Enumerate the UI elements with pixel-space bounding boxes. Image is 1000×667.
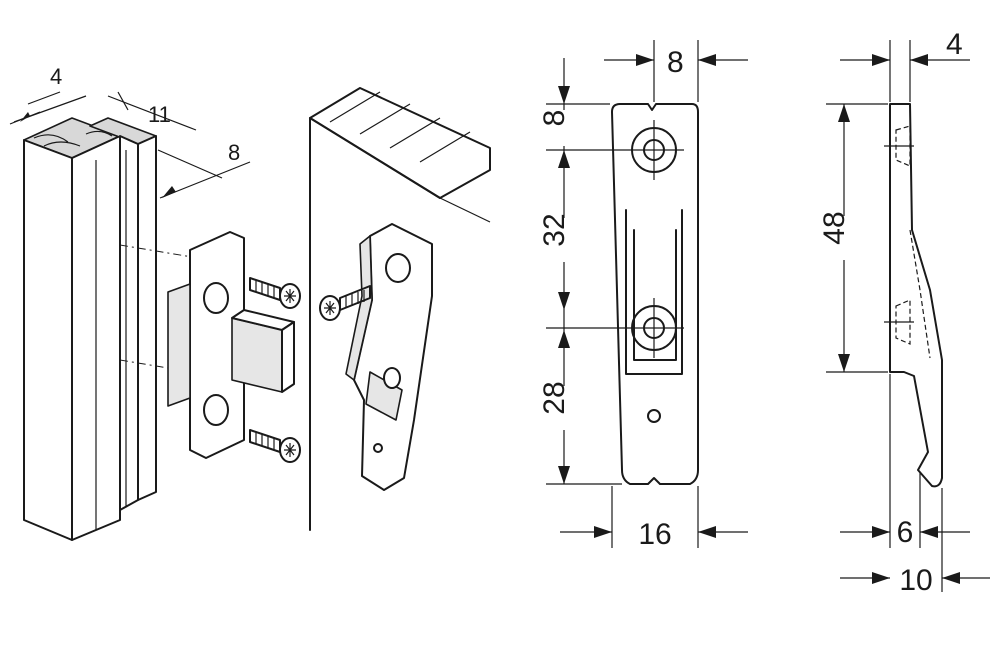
front-slot-inner <box>633 229 677 361</box>
dim-side-height: 48 <box>818 211 851 244</box>
groove-side <box>137 135 157 501</box>
dim-side-hook: 6 <box>897 516 914 549</box>
dim-8-arrow <box>162 186 176 198</box>
wood-grain <box>33 130 113 147</box>
label-bg <box>828 216 860 260</box>
clip-tongue-side <box>281 321 295 393</box>
dim-front-hole-spacing: 32 <box>538 213 571 246</box>
arrow <box>920 526 938 538</box>
panel-top-face <box>309 87 491 199</box>
side-hidden-hole-lower <box>895 299 911 345</box>
arrow <box>910 54 928 66</box>
catch-hole-lower <box>383 367 401 389</box>
arrow <box>698 526 716 538</box>
screw-thread <box>345 290 365 308</box>
arrow <box>942 572 960 584</box>
front-small-hole <box>647 409 661 423</box>
dim-iso-11: 11 <box>148 102 171 127</box>
arrow <box>558 330 570 348</box>
side-hidden-edge <box>909 229 931 359</box>
iso-screws-left <box>249 277 301 463</box>
arrow <box>838 104 850 122</box>
label-bg <box>548 110 580 146</box>
panel-top-edge <box>309 117 441 199</box>
iso-panel <box>309 87 491 531</box>
arrow <box>558 292 570 310</box>
front-dimensions: 8 8 32 28 16 <box>538 40 748 551</box>
screw-drive-icon <box>284 289 296 303</box>
dim-iso-8: 8 <box>228 140 240 165</box>
iso-catch <box>345 223 433 491</box>
front-view <box>611 103 699 485</box>
dim-side-top-thickness: 4 <box>946 28 963 61</box>
clip-hole-upper <box>203 282 229 314</box>
dim-side-total-depth: 10 <box>899 564 932 597</box>
screw-upper-right <box>249 277 301 309</box>
label-bg <box>548 386 580 430</box>
groove-inner <box>119 135 139 511</box>
catch-small-hole <box>373 443 383 453</box>
screw-drive-icon <box>324 301 336 315</box>
dim-11-line <box>107 95 197 131</box>
dim-front-bottom-height: 28 <box>538 381 571 414</box>
dim-8-ext <box>157 149 223 179</box>
front-slot-outer <box>625 209 683 375</box>
front-outline <box>611 103 699 485</box>
screw-shaft <box>249 429 281 453</box>
arrow <box>872 54 890 66</box>
dim-11-ext <box>117 91 129 111</box>
arrow <box>558 466 570 484</box>
iso-clip-plate <box>167 231 295 459</box>
clip-plate-side <box>167 283 191 407</box>
screw-drive-icon <box>284 443 296 457</box>
arrow <box>698 54 716 66</box>
panel-top-lines <box>329 91 471 163</box>
arrow <box>872 526 890 538</box>
screw-thread <box>255 432 275 450</box>
clip-hole-lower <box>203 394 229 426</box>
iso-dimensions: 4 11 8 <box>9 64 251 199</box>
side-outline <box>889 103 943 488</box>
screw-thread <box>255 280 275 298</box>
catch-side <box>345 235 373 381</box>
arrow <box>558 150 570 168</box>
catch-hole-upper <box>385 253 411 283</box>
clip-plate-front <box>189 231 245 459</box>
label-bg <box>548 218 580 262</box>
dim-4-ext-2 <box>27 91 61 105</box>
projection-line-top <box>119 244 241 266</box>
dim-front-total-width: 16 <box>638 518 671 551</box>
screw-shaft <box>249 277 281 301</box>
side-view <box>884 103 943 488</box>
dim-iso-4: 4 <box>50 64 62 89</box>
screw-lower-right <box>249 429 301 463</box>
side-hidden-hole-upper <box>895 125 911 167</box>
screw-catch <box>319 285 371 321</box>
arrow <box>558 86 570 104</box>
panel-top-edge-cont <box>439 197 491 223</box>
side-dimensions: 4 48 6 10 <box>818 28 990 597</box>
arrow <box>872 572 890 584</box>
iso-rail <box>23 117 241 541</box>
dim-front-top-height: 8 <box>538 110 571 127</box>
dim-front-top-width: 8 <box>667 46 684 79</box>
arrow <box>838 354 850 372</box>
dim-4-arrow <box>20 112 30 122</box>
arrow <box>594 526 612 538</box>
rail-front-face <box>23 139 73 541</box>
arrow <box>636 54 654 66</box>
